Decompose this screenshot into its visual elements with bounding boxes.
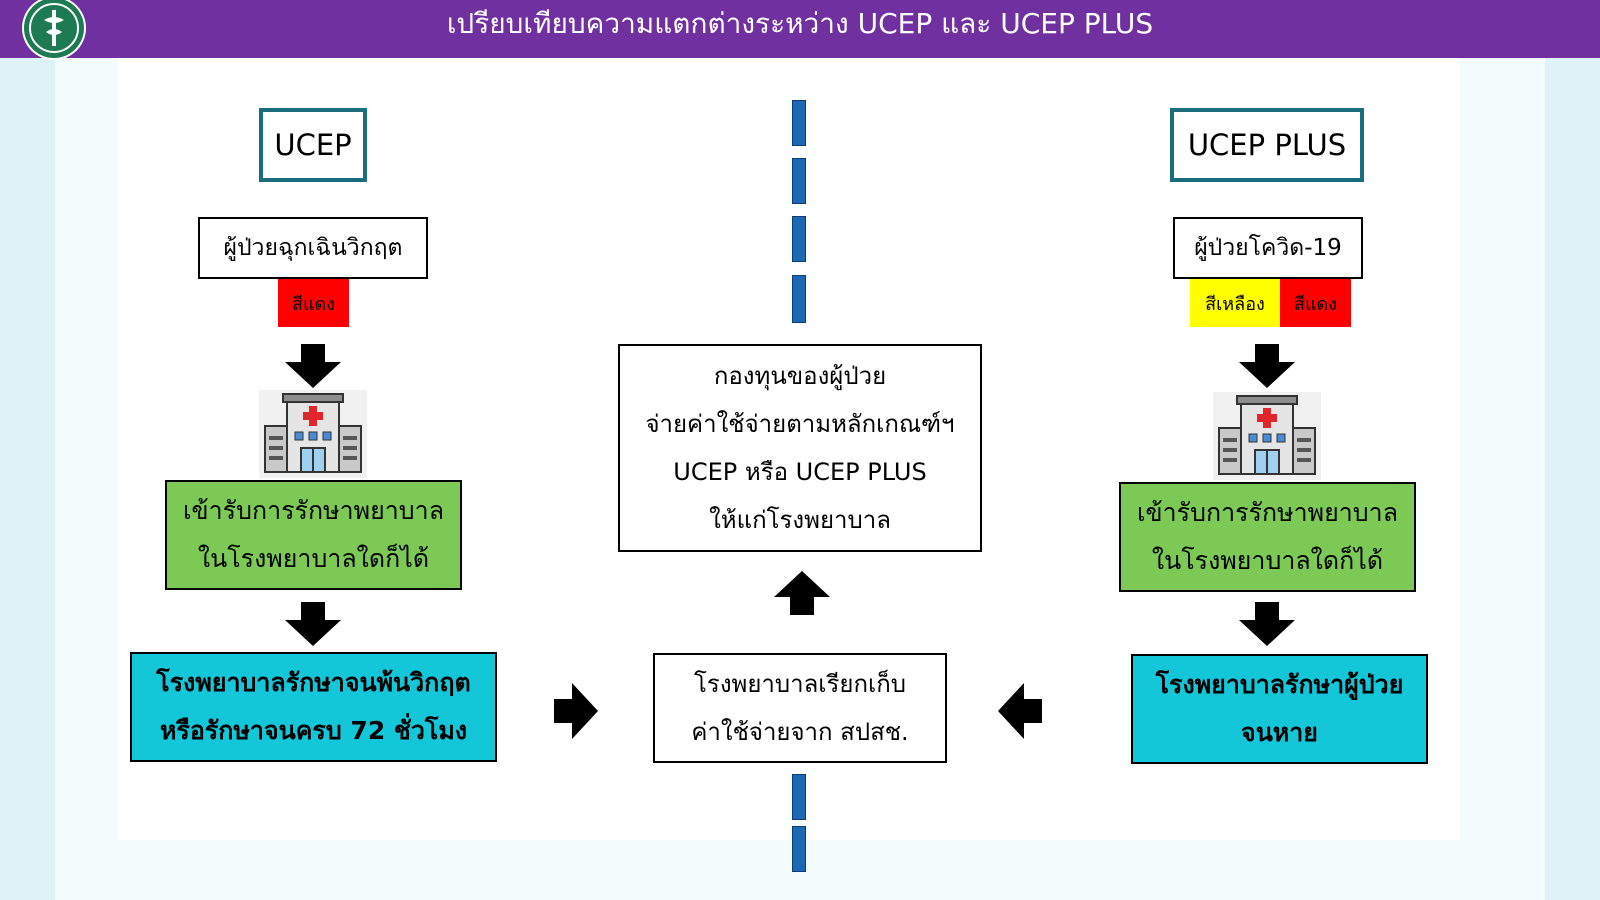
ucep-outcome-box: โรงพยาบาลรักษาจนพ้นวิกฤต หรือรักษาจนครบ … <box>130 652 497 762</box>
ucep-plus-left-arrow-icon <box>998 683 1042 739</box>
ucep-red-chip-text: สีแดง <box>291 293 336 315</box>
divider-dash-5 <box>792 774 806 820</box>
ucep-label-text: UCEP <box>274 128 352 162</box>
header-bar: เปรียบเทียบความแตกต่างระหว่าง UCEP และ U… <box>0 0 1600 60</box>
fund-line-1: กองทุนของผู้ป่วย <box>713 362 887 390</box>
ucep-plus-patient-text: ผู้ป่วยโควิด-19 <box>1194 235 1342 261</box>
ucep-plus-down-arrow-2-icon <box>1239 602 1295 646</box>
center-up-arrow-icon <box>774 571 830 615</box>
ucep-patient-text: ผู้ป่วยฉุกเฉินวิกฤต <box>223 235 403 261</box>
ucep-plus-down-arrow-1-icon <box>1239 344 1295 388</box>
ucep-plus-outcome-line-2: จนหาย <box>1241 718 1318 747</box>
claim-line-2: ค่าใช้จ่ายจาก สปสช. <box>691 718 909 746</box>
ucep-treatment-line-2: ในโรงพยาบาลใดก็ได้ <box>197 544 430 573</box>
claim-line-1: โรงพยาบาลเรียกเก็บ <box>694 670 906 698</box>
ministry-seal-logo <box>22 0 86 60</box>
ucep-plus-treatment-line-1: เข้ารับการรักษาพยาบาล <box>1136 498 1399 527</box>
ucep-treatment-line-1: เข้ารับการรักษาพยาบาล <box>182 496 445 525</box>
ucep-red-chip: สีแดง <box>278 279 349 327</box>
hospital-claim-box: โรงพยาบาลเรียกเก็บ ค่าใช้จ่ายจาก สปสช. <box>653 653 947 763</box>
ucep-plus-treatment-line-2: ในโรงพยาบาลใดก็ได้ <box>1151 546 1384 575</box>
fund-line-3: UCEP หรือ UCEP PLUS <box>673 458 927 486</box>
ucep-label: UCEP <box>259 108 367 182</box>
ucep-plus-outcome-line-1: โรงพยาบาลรักษาผู้ป่วย <box>1155 670 1404 699</box>
divider-dash-4 <box>792 275 806 323</box>
page-title: เปรียบเทียบความแตกต่างระหว่าง UCEP และ U… <box>446 7 1154 40</box>
ucep-outcome-line-2: หรือรักษาจนครบ 72 ชั่วโมง <box>159 716 468 745</box>
ucep-plus-hospital-icon <box>1213 392 1321 480</box>
divider-dash-3 <box>792 216 806 262</box>
ucep-plus-red-chip-text: สีแดง <box>1293 293 1338 315</box>
ucep-down-arrow-1-icon <box>285 344 341 388</box>
divider-dash-1 <box>792 100 806 146</box>
ucep-down-arrow-2-icon <box>285 602 341 646</box>
ucep-treatment-box: เข้ารับการรักษาพยาบาล ในโรงพยาบาลใดก็ได้ <box>165 480 462 590</box>
ucep-plus-yellow-chip: สีเหลือง <box>1190 279 1280 327</box>
ucep-plus-label: UCEP PLUS <box>1170 108 1364 182</box>
ucep-plus-label-text: UCEP PLUS <box>1187 128 1347 162</box>
ucep-hospital-icon <box>259 390 367 478</box>
fund-line-2: จ่ายค่าใช้จ่ายตามหลักเกณฑ์ฯ <box>645 410 955 438</box>
fund-line-4: ให้แก่โรงพยาบาล <box>709 506 891 534</box>
ucep-patient-box: ผู้ป่วยฉุกเฉินวิกฤต <box>198 217 428 279</box>
ucep-plus-treatment-box: เข้ารับการรักษาพยาบาล ในโรงพยาบาลใดก็ได้ <box>1119 482 1416 592</box>
ucep-plus-yellow-chip-text: สีเหลือง <box>1205 293 1265 315</box>
divider-dash-2 <box>792 158 806 204</box>
ucep-plus-red-chip: สีแดง <box>1280 279 1351 327</box>
ucep-outcome-line-1: โรงพยาบาลรักษาจนพ้นวิกฤต <box>156 668 471 697</box>
ucep-plus-outcome-box: โรงพยาบาลรักษาผู้ป่วย จนหาย <box>1131 654 1428 764</box>
divider-dash-6 <box>792 826 806 872</box>
fund-payment-box: กองทุนของผู้ป่วย จ่ายค่าใช้จ่ายตามหลักเก… <box>618 344 982 552</box>
ucep-plus-patient-box: ผู้ป่วยโควิด-19 <box>1173 217 1363 279</box>
ucep-right-arrow-icon <box>554 683 598 739</box>
